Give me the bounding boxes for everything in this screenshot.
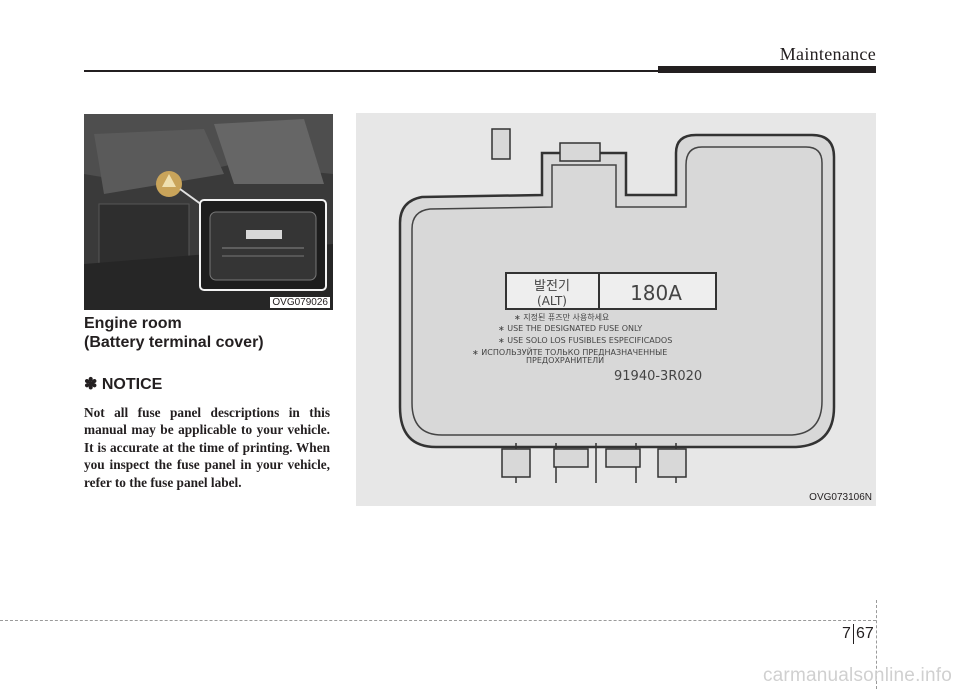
section-title-line1: Engine room — [84, 315, 182, 332]
fuse-label-alt: (ALT) — [537, 294, 567, 308]
fuse-label-korean: 발전기 — [534, 279, 570, 294]
notice-heading: ✽ NOTICE — [84, 374, 162, 394]
fuse-note-2: ∗ USE THE DESIGNATED FUSE ONLY — [498, 324, 642, 333]
footer-rule — [0, 620, 876, 621]
notice-title: NOTICE — [101, 376, 163, 393]
notice-body: Not all fuse panel descriptions in this … — [84, 405, 330, 490]
page-number: 67 — [856, 625, 874, 642]
page-number-separator — [853, 624, 854, 644]
engine-photo-illustration — [84, 114, 333, 310]
footer-crop-mark — [876, 600, 877, 689]
fuse-part-number: 91940-3R020 — [614, 369, 702, 384]
figure-code: OVG073106N — [809, 492, 872, 503]
fuse-note-3: ∗ USE SOLO LOS FUSIBLES ESPECIFICADOS — [498, 336, 672, 345]
notice-symbol: ✽ — [84, 376, 98, 393]
engine-room-photo: OVG079026 — [84, 114, 333, 310]
fuse-label-amp: 180A — [630, 281, 682, 305]
fuse-note-4: ∗ ИСПОЛЬЗУЙТЕ ТОЛЬКО ПРЕДНАЗНАЧЕННЫЕ — [472, 346, 667, 357]
fuse-note-1: ∗ 지정된 퓨즈만 사용하세요 — [514, 312, 609, 322]
page-header-title: Maintenance — [779, 44, 876, 64]
fuse-cover-drawing: 발전기 (ALT) 180A ∗ 지정된 퓨즈만 사용하세요 ∗ USE THE… — [398, 128, 836, 483]
section-title: Engine room (Battery terminal cover) — [84, 314, 264, 352]
chapter-number: 7 — [842, 625, 851, 642]
watermark: carmanualsonline.info — [762, 665, 952, 686]
section-title-line2: (Battery terminal cover) — [84, 334, 264, 351]
figure-code: OVG079026 — [270, 297, 330, 308]
header-rule — [84, 70, 664, 72]
fuse-cover-diagram: 발전기 (ALT) 180A ∗ 지정된 퓨즈만 사용하세요 ∗ USE THE… — [356, 113, 876, 506]
header-rule-accent — [658, 66, 876, 73]
fuse-note-5: ПРЕДОХРАНИТЕЛИ — [526, 356, 604, 365]
